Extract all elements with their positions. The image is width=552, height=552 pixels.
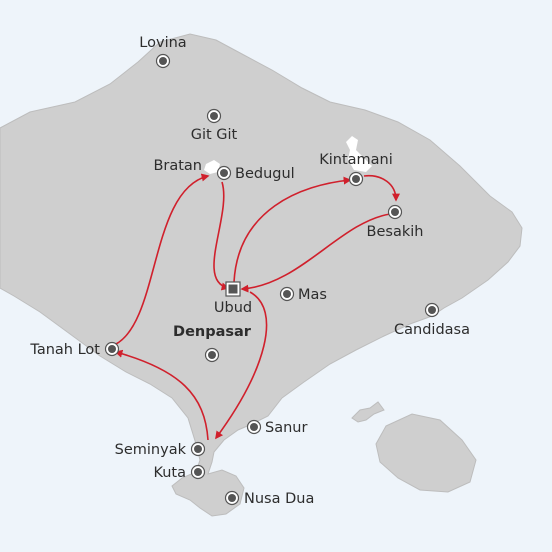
route-kintamani-to-besakih [363,175,400,202]
nusa-dua-label: Nusa Dua [244,491,314,507]
lovina-dot-marker [155,53,171,69]
tour-route [114,173,400,441]
sanur-dot-marker [246,419,262,435]
lake-batur [346,136,372,172]
kintamani-label: Kintamani [319,152,393,168]
nusa-dua-dot-marker [224,490,240,506]
sanur-label: Sanur [265,420,307,436]
bedugul-label: Bedugul [235,166,295,182]
git-git-label: Git Git [191,127,238,143]
kuta-label: Kuta [153,465,186,481]
nusa-penida-island [375,413,477,493]
route-bedugul-to-ubud [213,181,230,291]
tanah-lot-label: Tanah Lot [29,342,100,358]
seminyak-dot-marker [190,441,206,457]
bedugul-dot-marker [216,165,232,181]
mas-label: Mas [298,287,327,303]
denpasar-label: Denpasar [173,324,252,340]
candidasa-label: Candidasa [394,322,470,338]
bratan-label: Bratan [153,158,202,174]
ubud-label: Ubud [214,300,252,316]
place-markers [104,53,440,506]
route-tanah-lot-to-bedugul [115,173,210,345]
nusa-lembongan-island [351,401,385,423]
route-ubud-to-seminyak [215,291,268,440]
besakih-label: Besakih [367,224,424,240]
ubud-square-marker [225,281,241,297]
lake-bratan [204,160,220,174]
route-ubud-to-kintamani [233,176,352,283]
kuta-dot-marker [190,464,206,480]
seminyak-label: Seminyak [115,442,187,458]
candidasa-dot-marker [424,302,440,318]
lovina-label: Lovina [139,35,186,51]
besakih-dot-marker [387,204,403,220]
mas-dot-marker [279,286,295,302]
route-besakih-to-ubud [240,213,391,293]
route-seminyak-to-tanah-lot [114,349,209,441]
denpasar-dot-marker [204,347,220,363]
kintamani-dot-marker [348,171,364,187]
git-git-dot-marker [206,108,222,124]
tanah-lot-dot-marker [104,341,120,357]
